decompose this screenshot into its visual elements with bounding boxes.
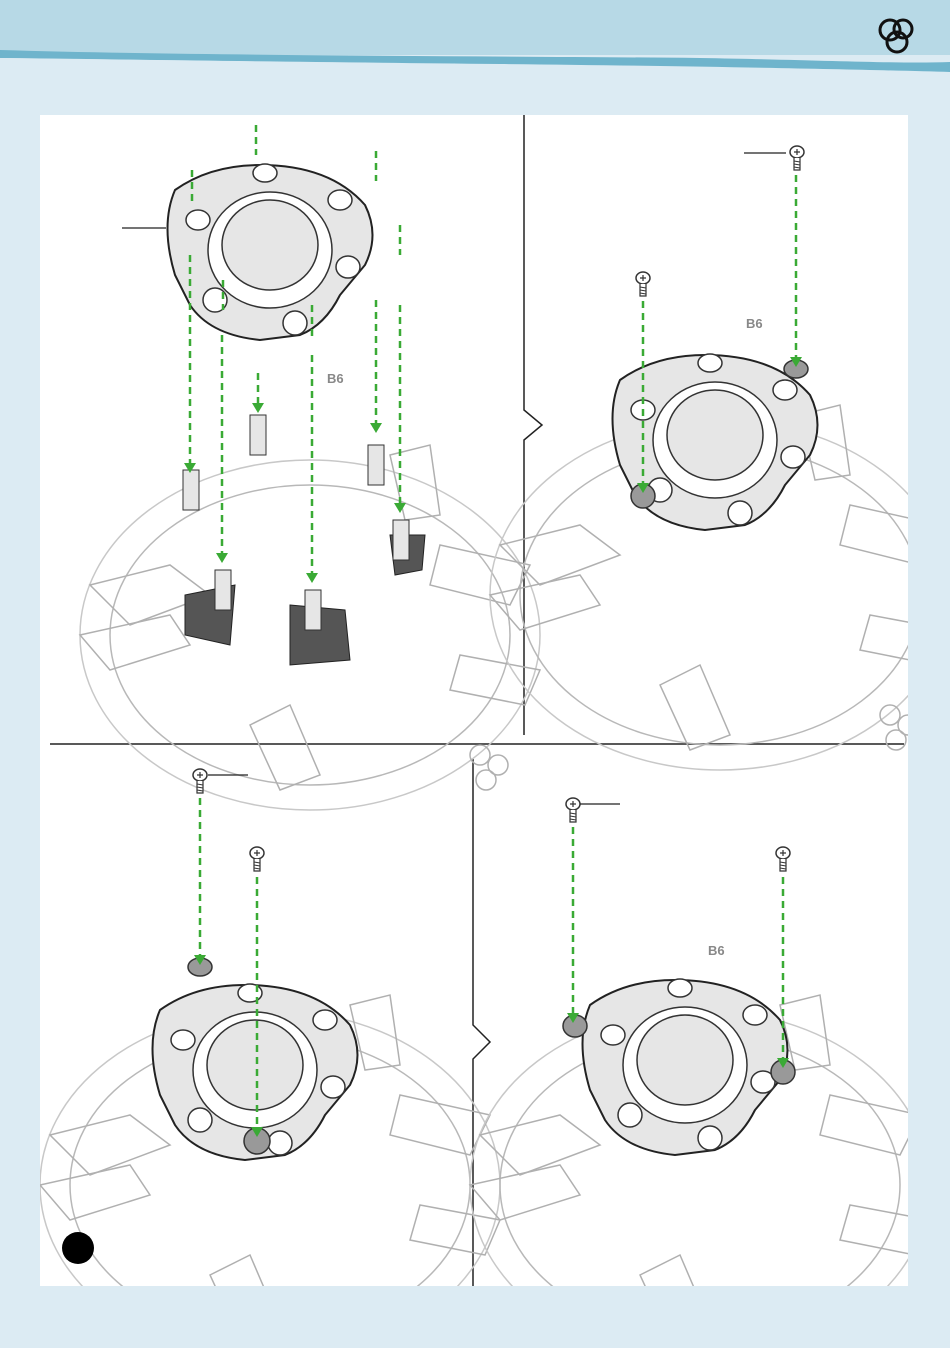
steps-illustration: B6 B6: [40, 115, 908, 1286]
screw-icon: [790, 146, 804, 170]
screw-icon: [566, 798, 580, 822]
header-band: [0, 0, 950, 80]
screw-icon: [636, 272, 650, 296]
screw-icon: [250, 847, 264, 871]
dark-post-mounts: [183, 415, 425, 665]
b6-label: B6: [708, 943, 725, 958]
filled-circle-icon: [62, 1232, 94, 1264]
b6-label: B6: [327, 371, 344, 386]
screw-icon: [776, 847, 790, 871]
step-2-screw-right: B6: [490, 146, 908, 770]
three-circles-logo-icon: [872, 12, 920, 60]
instructions-panel: B6 B6: [40, 115, 908, 1286]
screw-icon: [193, 769, 207, 793]
step-3-screw-bottom: [40, 769, 500, 1286]
b6-label: B6: [746, 316, 763, 331]
step-1-place-top-plate: B6: [80, 125, 540, 810]
step-4-screw-left: B6: [470, 798, 908, 1286]
